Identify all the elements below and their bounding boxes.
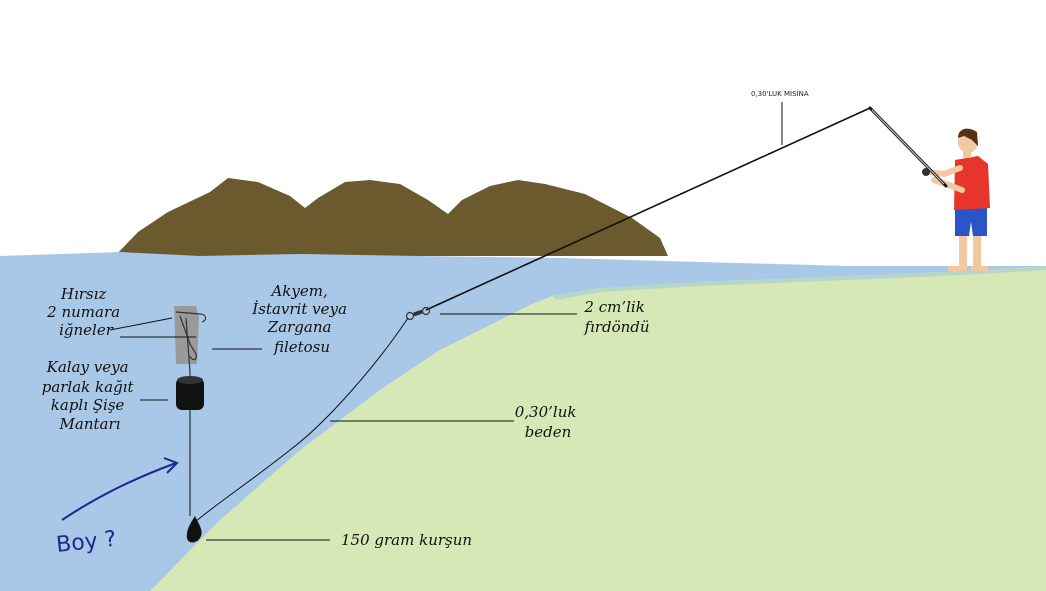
wet-sand-band (552, 266, 1046, 300)
sinker-label: 150 gram kurşun (341, 531, 472, 549)
body-line-label: 0,30’luk beden (515, 403, 582, 441)
handwritten-arrow (61, 462, 177, 521)
fisherman-shorts (955, 208, 987, 236)
main-line (425, 107, 871, 311)
hook-wire (185, 317, 191, 373)
hooks-label: Hırsız 2 numara iğneler (46, 285, 125, 339)
rod-shaft-highlight (871, 109, 945, 185)
fisherman-feet (948, 266, 988, 271)
float (176, 376, 204, 410)
swivel-ring-bottom (405, 311, 415, 321)
body-line (194, 317, 409, 523)
swivel-label: 2 cm’lik fırdöndü (583, 298, 649, 336)
hook-top (175, 311, 207, 323)
main-line-label: 0,30'LUK MİSİNA (751, 89, 809, 98)
fisherman (927, 128, 990, 271)
float-top (177, 376, 203, 384)
hooks-leader (109, 317, 173, 331)
fisherman-hair (958, 128, 978, 146)
sinker (186, 516, 202, 543)
fishing-rod (868, 106, 948, 188)
reel (922, 168, 930, 176)
float-label: Kalay veya parlak kağıt kaplı Şişe Manta… (42, 358, 139, 433)
hook-left (179, 315, 197, 361)
handwritten-arrow-head (163, 457, 179, 474)
float-body (176, 378, 204, 410)
fisherman-shirt (954, 156, 990, 210)
hooks (175, 311, 207, 373)
fisherman-right-leg (973, 232, 981, 268)
fisherman-neck (963, 150, 971, 158)
swivel-body (413, 309, 423, 317)
fisherman-left-leg (959, 232, 967, 268)
shore-slope (150, 266, 1046, 591)
bait-label: Akyem, İstavrit veya Zargana filetosu (251, 282, 351, 356)
swivel (405, 306, 431, 321)
mountain (115, 178, 668, 256)
